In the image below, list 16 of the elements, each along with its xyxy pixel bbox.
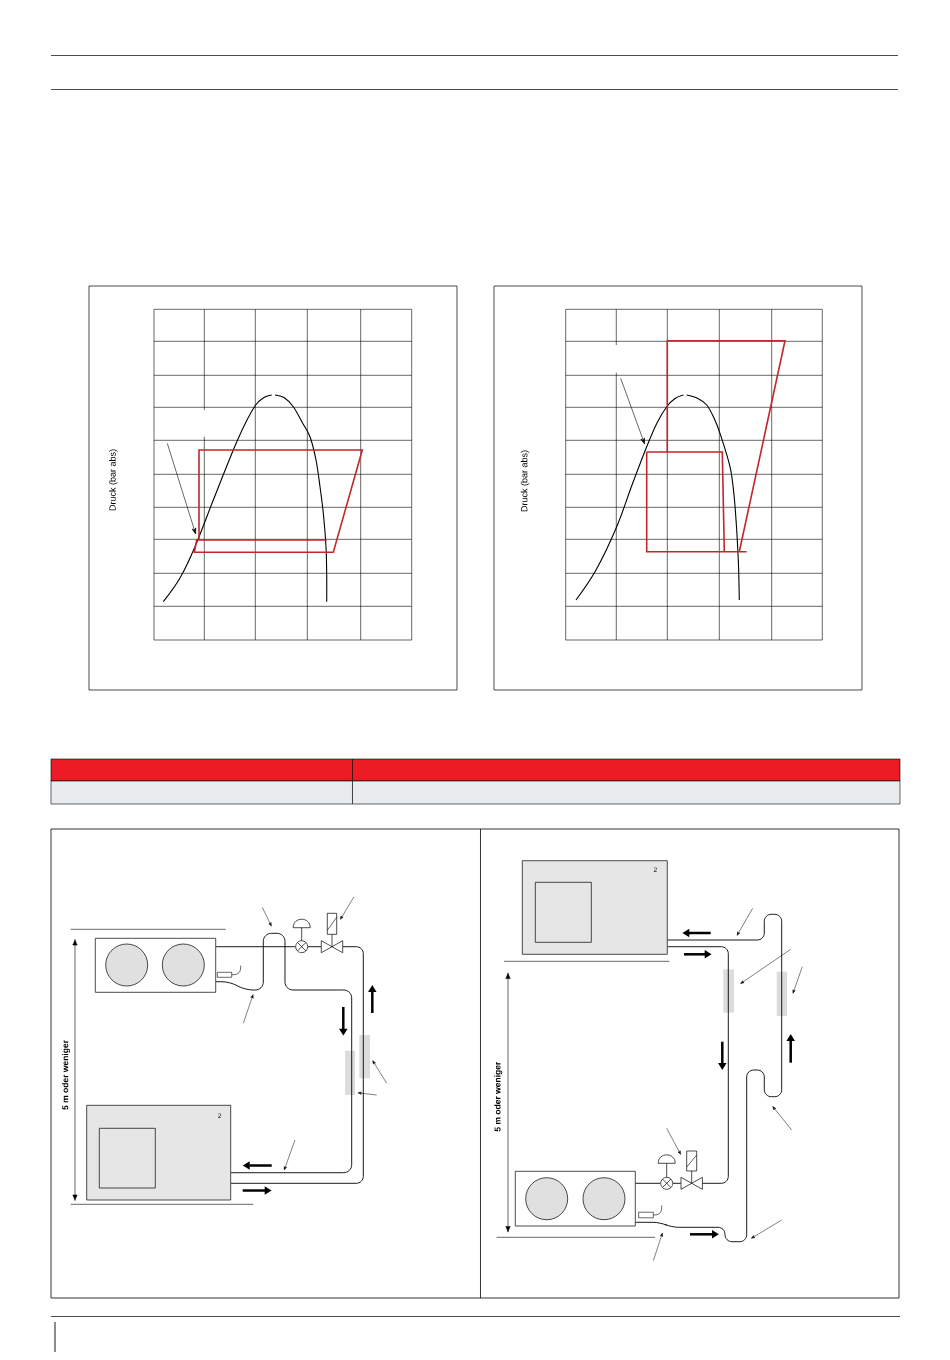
pipe-line bbox=[307, 946, 322, 948]
axis-title: Druck (bar abs) bbox=[520, 450, 530, 512]
pipe-line bbox=[215, 932, 353, 1174]
pipe-line bbox=[667, 946, 729, 1184]
dimension-label: 5 m oder weniger bbox=[62, 1040, 70, 1110]
solenoid-valve bbox=[320, 912, 344, 954]
pipe-line bbox=[635, 913, 783, 1243]
expansion-valve bbox=[292, 918, 311, 954]
axis-title: Druck (bar abs) bbox=[109, 449, 118, 511]
pipe-line bbox=[230, 946, 364, 1184]
pipe-line bbox=[215, 946, 296, 948]
pipe-line bbox=[635, 1182, 661, 1184]
dimension-label: 5 m oder weniger bbox=[494, 1061, 503, 1132]
pipe-line bbox=[672, 1182, 682, 1184]
solenoid-valve bbox=[680, 1150, 703, 1190]
expansion-valve bbox=[657, 1154, 676, 1190]
